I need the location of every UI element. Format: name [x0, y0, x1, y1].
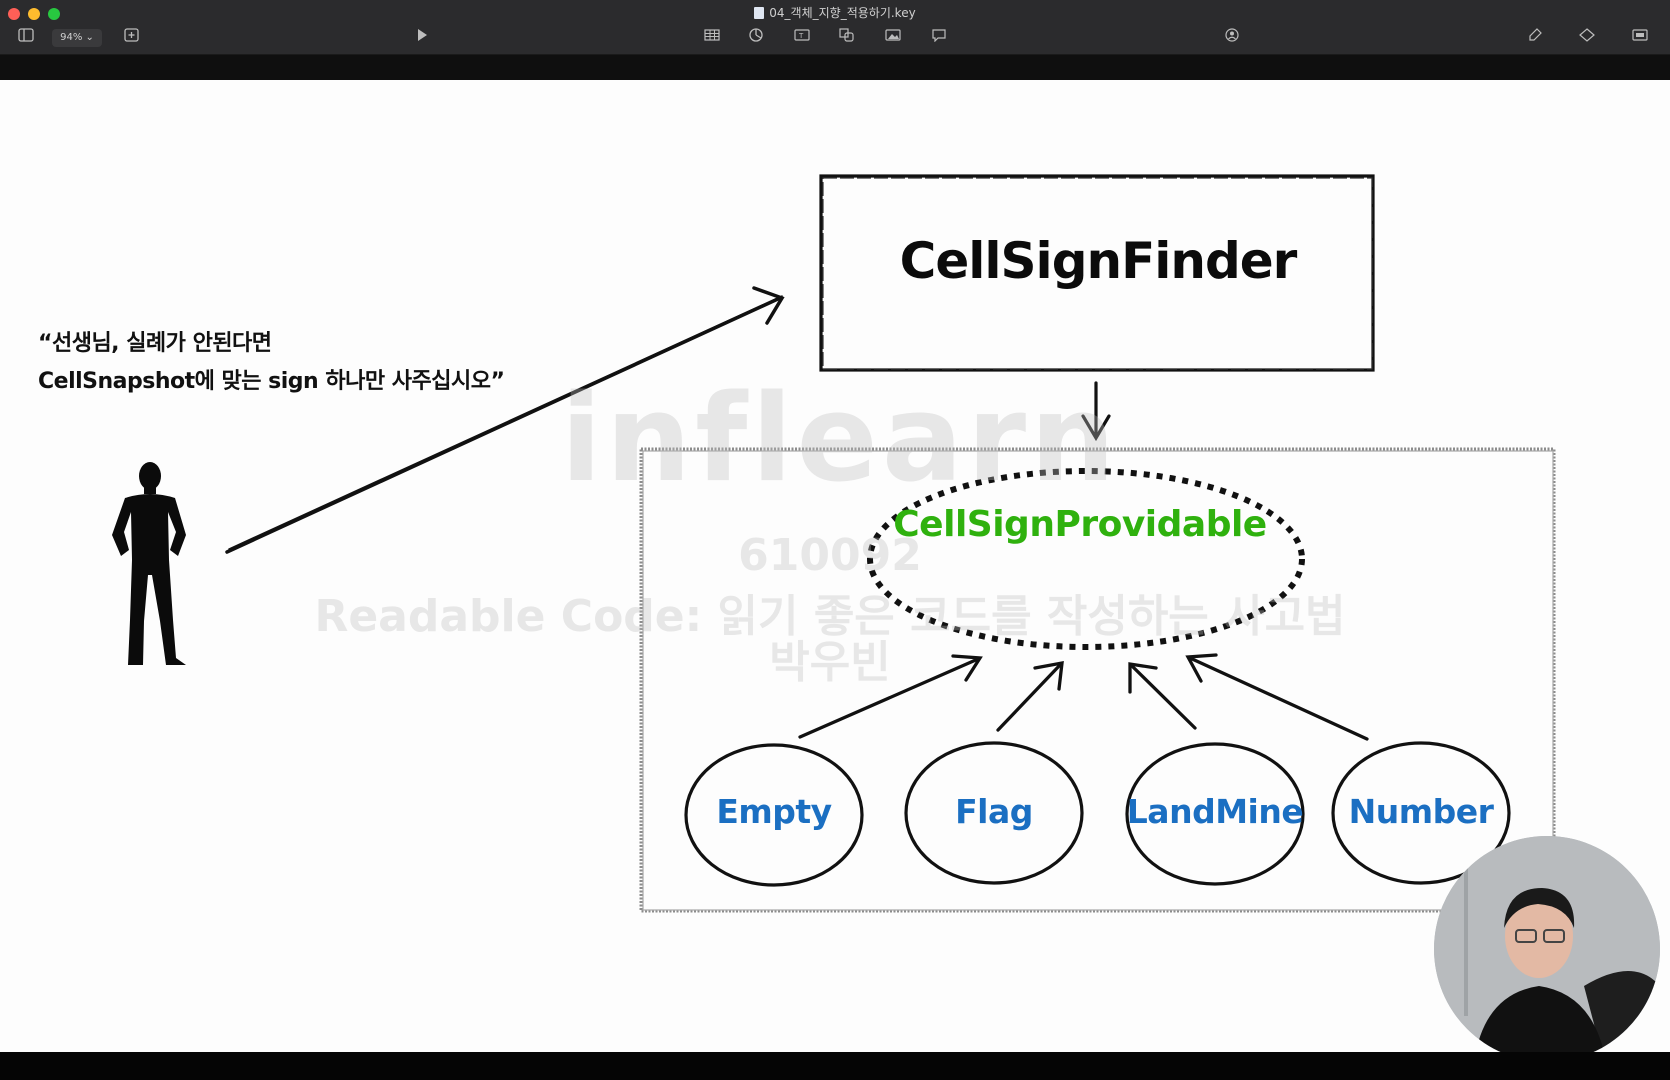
- provider-label: CellSignProvidable: [893, 504, 1267, 545]
- close-window-button[interactable]: [8, 8, 20, 20]
- zoom-value: 94%: [60, 32, 83, 43]
- fullscreen-window-button[interactable]: [48, 8, 60, 20]
- chart-icon[interactable]: [748, 28, 764, 42]
- canvas-bottom-margin: [0, 1052, 1670, 1080]
- animate-icon[interactable]: [1578, 28, 1596, 42]
- media-icon[interactable]: [885, 28, 901, 42]
- slide-canvas[interactable]: “선생님, 실례가 안된다면 CellSnapshot에 맞는 sign 하나만…: [0, 80, 1670, 1052]
- leaf-label-landmine: LandMine: [1126, 792, 1304, 831]
- window-titlebar: 04_객체_지향_적용하기.key 94% ⌄ T: [0, 0, 1670, 55]
- svg-text:T: T: [798, 32, 804, 40]
- keynote-doc-icon: [754, 7, 765, 19]
- document-name: 04_객체_지향_적용하기.key: [769, 6, 916, 20]
- window-title: 04_객체_지향_적용하기.key: [0, 4, 1670, 21]
- text-box-icon[interactable]: T: [794, 28, 810, 42]
- collaborate-icon[interactable]: [1224, 28, 1240, 42]
- person-silhouette-icon: [112, 462, 186, 665]
- client-request-arrow: [225, 286, 785, 554]
- watermark-author: 박우빈: [769, 637, 891, 688]
- leaf-label-number: Number: [1348, 792, 1494, 831]
- finder-to-provider-arrow: [1081, 381, 1111, 442]
- finder-label: CellSignFinder: [899, 232, 1298, 290]
- watermark-course: Readable Code: 읽기 좋은 코드를 작성하는 사고법: [314, 591, 1346, 642]
- finder-box: [819, 174, 1375, 372]
- comment-icon[interactable]: [931, 28, 947, 42]
- presenter-webcam: [1434, 836, 1660, 1062]
- leaf-ellipses: [684, 741, 1511, 887]
- watermark-brand: inflearn: [560, 370, 1120, 509]
- presenter-avatar-icon: [1434, 836, 1660, 1062]
- quote-line-2: CellSnapshot에 맞는 sign 하나만 사주십시오”: [38, 369, 505, 394]
- watermark-id: 610092: [738, 530, 922, 581]
- implementation-group-box: [639, 447, 1556, 913]
- canvas-top-margin: [0, 55, 1670, 80]
- add-slide-icon[interactable]: [124, 28, 139, 42]
- leaf-arrows: [798, 653, 1369, 741]
- zoom-dropdown[interactable]: 94% ⌄: [52, 29, 102, 47]
- leaf-label-empty: Empty: [716, 792, 832, 831]
- shape-icon[interactable]: [839, 28, 855, 42]
- format-brush-icon[interactable]: [1527, 28, 1543, 42]
- sidebar-icon[interactable]: [18, 28, 34, 42]
- leaf-label-flag: Flag: [955, 792, 1033, 831]
- quote-line-1: “선생님, 실례가 안된다면: [38, 331, 272, 356]
- play-icon[interactable]: [416, 28, 428, 42]
- client-quote: “선생님, 실례가 안된다면 CellSnapshot에 맞는 sign 하나만…: [38, 325, 505, 401]
- provider-ellipse: [867, 468, 1305, 650]
- slide-drawing: [112, 174, 1556, 913]
- table-icon[interactable]: [704, 28, 720, 42]
- minimize-window-button[interactable]: [28, 8, 40, 20]
- document-inspector-icon[interactable]: [1632, 28, 1648, 42]
